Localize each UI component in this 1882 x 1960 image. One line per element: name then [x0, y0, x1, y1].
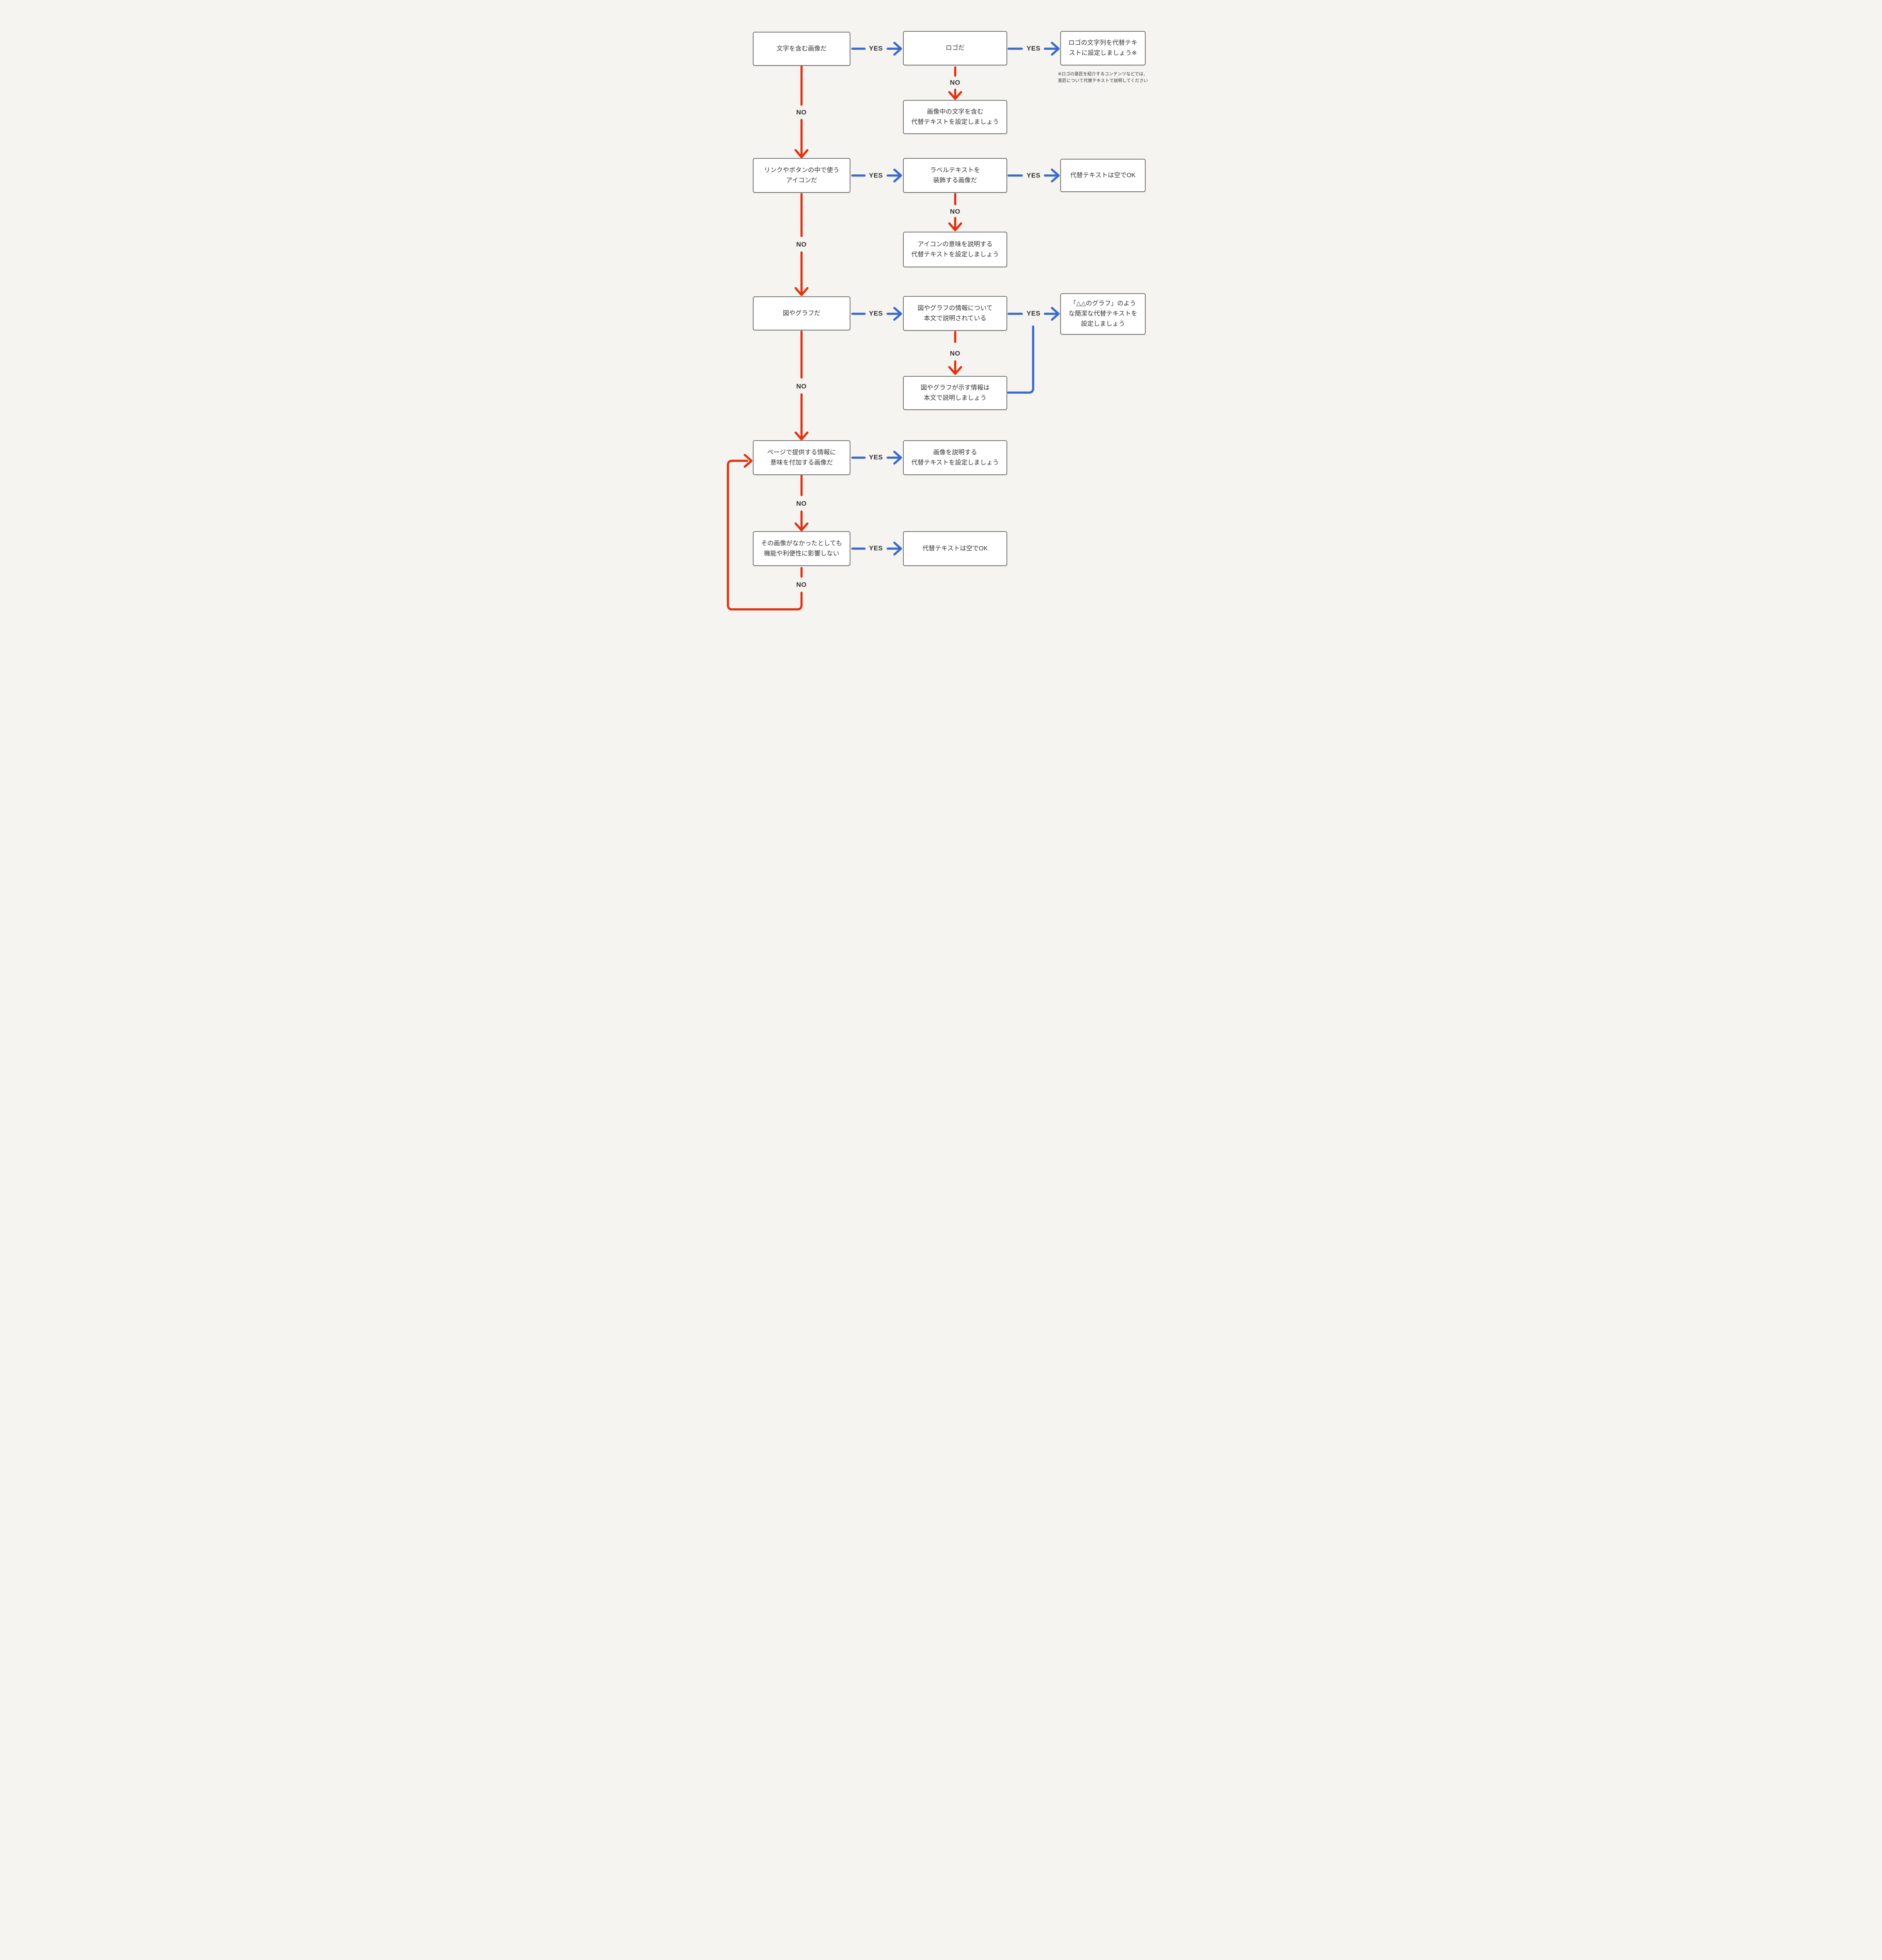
yes-label: YES: [1026, 172, 1041, 179]
node-is-logo: ロゴだ: [903, 31, 1007, 65]
node-is-chart: 図やグラフだ: [753, 296, 850, 330]
no-label: NO: [950, 208, 961, 215]
node-icon-meaning-alt: アイコンの意味を説明する 代替テキストを設定しましょう: [903, 232, 1007, 267]
yes-label: YES: [869, 544, 883, 552]
yes-label: YES: [1026, 310, 1041, 317]
merge-line-chartexplain-to-yespath: [1007, 325, 1034, 394]
node-chart-explained-in-body: 図やグラフの情報について 本文で説明されている: [903, 296, 1007, 331]
node-image-text-alt: 画像中の文字を含む 代替テキストを設定しましょう: [903, 100, 1007, 134]
yes-label: YES: [869, 310, 883, 317]
yes-label: YES: [869, 172, 883, 179]
node-adds-meaning: ページで提供する情報に 意味を付加する画像だ: [753, 440, 850, 475]
logo-alt-footnote: ※ロゴの意匠を紹介するコンテンツなどでは、 意匠について代替テキストで説明してく…: [1058, 72, 1148, 83]
node-logo-alt: ロゴの文字列を代替テキ ストに設定しましょう※: [1060, 31, 1146, 65]
no-label: NO: [796, 109, 807, 116]
node-empty-alt-ok-icon: 代替テキストは空でOK: [1060, 159, 1146, 192]
no-label: NO: [796, 500, 807, 507]
node-chart-concise-alt: 「△△のグラフ」のよう な簡潔な代替テキストを 設定しましょう: [1060, 293, 1146, 335]
yes-label: YES: [1026, 45, 1041, 52]
node-empty-alt-ok-final: 代替テキストは空でOK: [903, 531, 1007, 566]
node-is-icon: リンクやボタンの中で使う アイコンだ: [753, 158, 850, 193]
node-describe-image-alt: 画像を説明する 代替テキストを設定しましょう: [903, 440, 1007, 475]
no-label: NO: [950, 350, 961, 357]
flowchart-canvas: 文字を含む画像だ ロゴだ ロゴの文字列を代替テキ ストに設定しましょう※ 画像中…: [706, 0, 1176, 652]
no-label: NO: [796, 241, 807, 248]
node-has-text-image: 文字を含む画像だ: [753, 32, 850, 66]
no-label: NO: [950, 79, 961, 86]
node-decorates-label: ラベルテキストを 装飾する画像だ: [903, 158, 1007, 193]
no-label: NO: [796, 581, 807, 588]
no-label: NO: [796, 383, 807, 390]
node-no-functional-impact: その画像がなかったとしても 機能や利便性に影響しない: [753, 531, 850, 566]
yes-label: YES: [869, 45, 883, 52]
node-chart-explain-in-body: 図やグラフが示す情報は 本文で説明しましょう: [903, 376, 1007, 410]
yes-label: YES: [869, 454, 883, 461]
